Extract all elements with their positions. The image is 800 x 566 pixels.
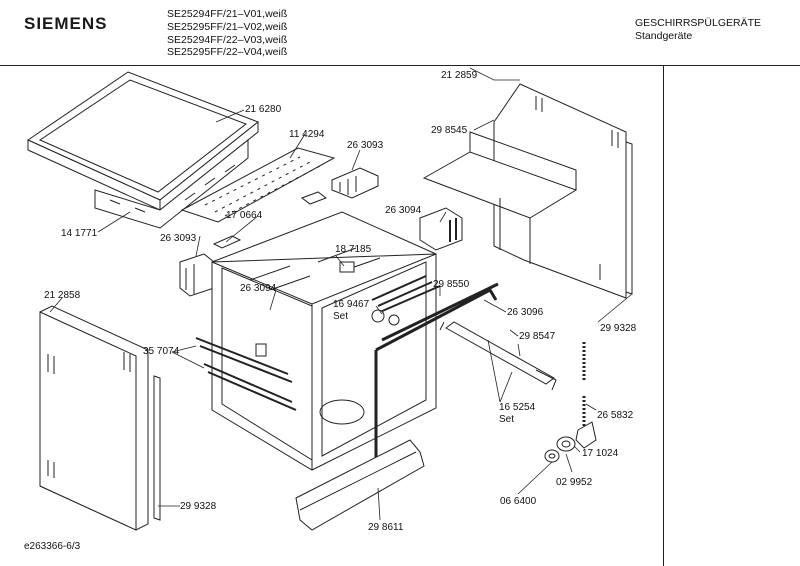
tub-frame xyxy=(211,211,437,471)
part-label: 17 0664 xyxy=(226,210,263,221)
margin-divider xyxy=(663,65,664,566)
part-label: 35 7074 xyxy=(143,346,180,357)
part-label: 29 8545 xyxy=(431,125,468,136)
washer-small xyxy=(544,449,560,463)
spray-arm xyxy=(439,321,557,391)
left-side-panel xyxy=(39,305,149,531)
part-label: 14 1771 xyxy=(61,228,98,239)
worktop-cover xyxy=(26,71,259,229)
top-bracket-mid xyxy=(300,191,328,205)
top-panel xyxy=(422,131,578,264)
part-label: 11 4294 xyxy=(289,129,325,140)
part-label: 29 8550 xyxy=(433,279,470,290)
part-label: 21 2859 xyxy=(441,70,478,81)
part-label: 26 3093 xyxy=(160,233,197,244)
part-label: 29 8611 xyxy=(368,522,404,533)
part-label: 16 9467 xyxy=(333,299,370,310)
part-label: 26 3094 xyxy=(385,205,422,216)
part-label: 02 9952 xyxy=(556,477,593,488)
kickplate xyxy=(295,439,425,531)
part-label: 26 5832 xyxy=(597,410,634,421)
part-label-set: Set xyxy=(499,414,515,425)
side-strip-left xyxy=(153,375,161,521)
part-label: 26 3094 xyxy=(240,283,277,294)
model-line: SE25295FF/22–V04,weiß xyxy=(167,46,288,59)
part-label: 21 2858 xyxy=(44,290,81,301)
part-label: 26 3093 xyxy=(347,140,384,151)
category-subtitle: Standgeräte xyxy=(635,29,693,42)
part-label: 29 9328 xyxy=(600,323,637,334)
insulation-film xyxy=(180,147,336,223)
hinge-bracket-left xyxy=(179,253,215,297)
hinge-bracket-right xyxy=(419,207,463,251)
model-line: SE25294FF/21–V01,weiß xyxy=(167,8,288,20)
model-line: SE25294FF/22–V03,weiß xyxy=(167,33,288,46)
part-label: 18 7185 xyxy=(335,244,372,255)
small-fitting xyxy=(339,261,400,326)
document-id: e263366-6/3 xyxy=(24,541,81,552)
part-label: 21 6280 xyxy=(245,104,282,115)
category-block: GESCHIRRSPÜLGERÄTE Standgeräte xyxy=(635,17,761,43)
part-label: 16 5254 xyxy=(499,402,536,413)
model-list: SE25294FF/21–V01,weiß SE25295FF/21–V02,w… xyxy=(167,8,287,59)
part-label: 26 3096 xyxy=(507,307,544,318)
door-frame-rods xyxy=(195,275,441,411)
category-title: GESCHIRRSPÜLGERÄTE xyxy=(635,17,762,29)
part-label: 29 8547 xyxy=(519,331,556,342)
top-bracket-right xyxy=(331,167,379,199)
model-line: SE25295FF/21–V02,weiß xyxy=(167,20,288,33)
side-strip-right xyxy=(625,141,633,295)
brand-logo: SIEMENS xyxy=(24,14,108,33)
part-label: 06 6400 xyxy=(500,496,537,507)
part-label-set: Set xyxy=(333,311,349,322)
part-label: 29 9328 xyxy=(180,501,217,512)
leader-lines xyxy=(49,67,633,521)
small-clip-left xyxy=(212,235,242,249)
header-divider xyxy=(0,65,800,66)
drain-hose xyxy=(575,342,597,449)
part-label: 17 1024 xyxy=(582,448,619,459)
washer-large xyxy=(556,436,576,452)
